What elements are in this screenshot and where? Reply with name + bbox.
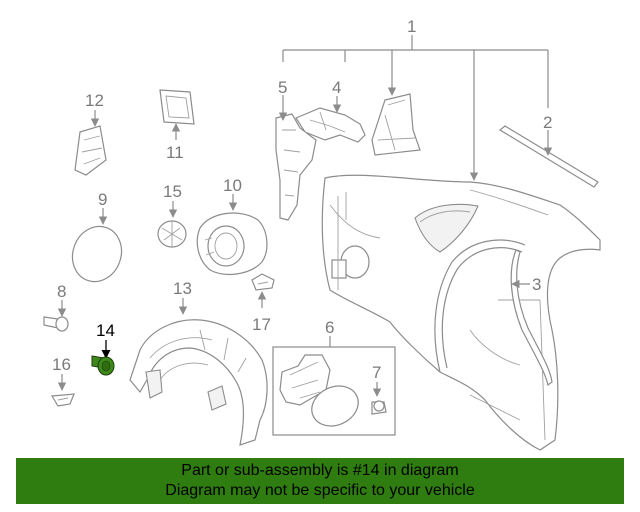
part-3-weatherstrip: [510, 249, 553, 387]
callout-2: 2: [543, 113, 552, 132]
part-6-fuel-door-box: [272, 336, 396, 436]
part-8-clip: [43, 300, 69, 332]
part-1-extension-piece: [371, 93, 421, 156]
part-14-push-clip: [91, 340, 115, 376]
part-5-reinforcement: [275, 95, 317, 221]
callout-8: 8: [57, 282, 66, 301]
callout-7: 7: [372, 363, 381, 382]
part-17-grommet: [251, 273, 275, 308]
part-9-gasket: [71, 208, 123, 283]
callout-6: 6: [325, 318, 334, 337]
part-7-bolt: [371, 382, 387, 415]
part-13-liner: [129, 298, 268, 446]
callout-15: 15: [163, 182, 182, 201]
part-16-clip: [50, 374, 75, 407]
callout-14: 14: [96, 321, 115, 340]
callout-11: 11: [166, 143, 184, 162]
callout-10: 10: [223, 176, 242, 195]
callout-3: 3: [532, 275, 541, 294]
part-10-filler-housing: [196, 194, 268, 276]
banner-line-2: Diagram may not be specific to your vehi…: [165, 482, 475, 499]
part-11-plate: [159, 89, 195, 140]
part-2-molding: [498, 125, 599, 188]
callout-4: 4: [332, 78, 341, 97]
callout-1: 1: [407, 17, 416, 36]
callout-17: 17: [252, 315, 271, 334]
callout-labels: 1 2 3 4 5 6 7 8 9 10 11 12 13 14 15 16 1…: [52, 17, 552, 382]
part-12-bracket: [74, 110, 107, 176]
banner-line-1: Part or sub-assembly is #14 in diagram: [181, 462, 459, 479]
parts-diagram: 1 2 3 4 5 6 7 8 9 10 11 12 13 14 15 16 1…: [43, 17, 601, 451]
callout-16: 16: [52, 355, 71, 374]
callout-13: 13: [173, 279, 192, 298]
callout-1-leaders: [282, 35, 549, 181]
callout-5: 5: [278, 78, 287, 97]
part-15-cap: [157, 201, 187, 248]
callout-12: 12: [85, 91, 104, 110]
callout-9: 9: [98, 190, 107, 209]
info-banner: Part or sub-assembly is #14 in diagram D…: [16, 458, 624, 504]
quarter-panel: [321, 174, 601, 451]
part-4-extension: [295, 96, 366, 143]
